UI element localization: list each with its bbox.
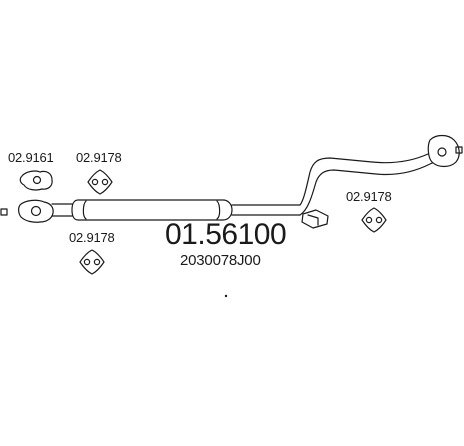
gasket-02-9161-icon	[19, 170, 53, 191]
label-mount-bottom-02-9178: 02.9178	[69, 230, 115, 245]
label-gasket-02-9161: 02.9161	[8, 150, 54, 165]
oem-reference-number: 2030078J00	[180, 252, 261, 269]
stray-dot	[224, 294, 228, 298]
right-marker-icon	[455, 146, 463, 154]
left-marker-icon	[0, 208, 8, 216]
label-mount-right-02-9178: 02.9178	[346, 189, 392, 204]
rubber-mount-bottom-icon	[79, 249, 105, 275]
rubber-mount-top-icon	[87, 169, 113, 195]
main-part-number: 01.56100	[165, 218, 287, 251]
label-mount-top-02-9178: 02.9178	[76, 150, 122, 165]
rubber-mount-right-icon	[361, 207, 387, 233]
exhaust-pipe-01-56100-icon	[18, 134, 460, 229]
